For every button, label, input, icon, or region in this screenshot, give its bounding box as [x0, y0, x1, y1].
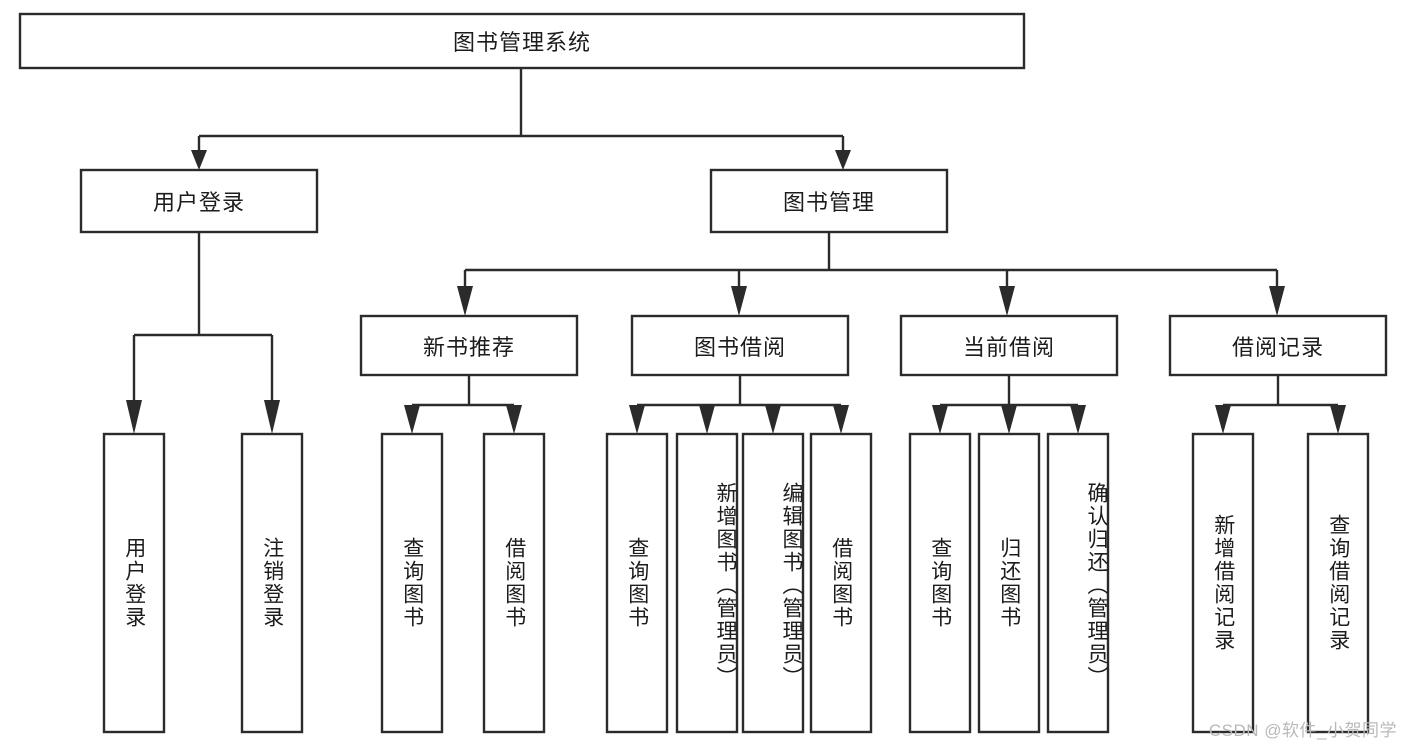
node-box-leaf-9[interactable]: [908, 432, 972, 734]
node-box-leaf-12[interactable]: [1191, 432, 1255, 734]
arrow-head-leaf-8: [833, 405, 849, 434]
node-box-login[interactable]: [79, 168, 319, 234]
arrow-head-leaf-2: [264, 400, 280, 434]
arrow-head-bookmgmt: [835, 150, 851, 170]
node-box-leaf-7[interactable]: [741, 432, 805, 734]
node-box-leaf-3[interactable]: [380, 432, 444, 734]
node-box-current[interactable]: [899, 314, 1119, 377]
arrow-head-leaf-11: [1070, 405, 1086, 434]
node-box-leaf-13[interactable]: [1306, 432, 1370, 734]
arrow-head-leaf-13: [1330, 405, 1346, 434]
node-box-newbook[interactable]: [359, 314, 579, 377]
node-box-leaf-6[interactable]: [675, 432, 739, 734]
arrow-head-newbook: [457, 286, 473, 316]
node-box-leaf-4[interactable]: [482, 432, 546, 734]
arrow-head-leaf-6: [699, 405, 715, 434]
node-box-leaf-5[interactable]: [605, 432, 669, 734]
connectors-layer: [126, 68, 1346, 434]
arrow-head-leaf-1: [126, 400, 142, 434]
node-box-leaf-11[interactable]: [1046, 432, 1110, 734]
node-box-leaf-1[interactable]: [102, 432, 166, 734]
arrow-head-leaf-12: [1215, 405, 1231, 434]
node-box-root[interactable]: [18, 12, 1026, 70]
arrow-head-leaf-5: [629, 405, 645, 434]
node-box-leaf-2[interactable]: [240, 432, 304, 734]
arrow-head-leaf-7: [765, 405, 781, 434]
node-box-borrow[interactable]: [630, 314, 850, 377]
arrow-head-leaf-3: [404, 405, 420, 434]
arrow-head-leaf-4: [506, 405, 522, 434]
nodes-layer: [18, 12, 1388, 734]
arrow-head-leaf-9: [932, 405, 948, 434]
node-box-leaf-10[interactable]: [977, 432, 1041, 734]
node-box-leaf-8[interactable]: [809, 432, 873, 734]
node-box-bookmgmt[interactable]: [709, 168, 949, 234]
arrow-head-borrow: [731, 286, 747, 316]
arrow-head-leaf-10: [1001, 405, 1017, 434]
arrow-head-login: [191, 150, 207, 170]
node-box-records[interactable]: [1168, 314, 1388, 377]
arrow-head-current: [999, 286, 1015, 316]
arrow-head-records: [1269, 286, 1285, 316]
